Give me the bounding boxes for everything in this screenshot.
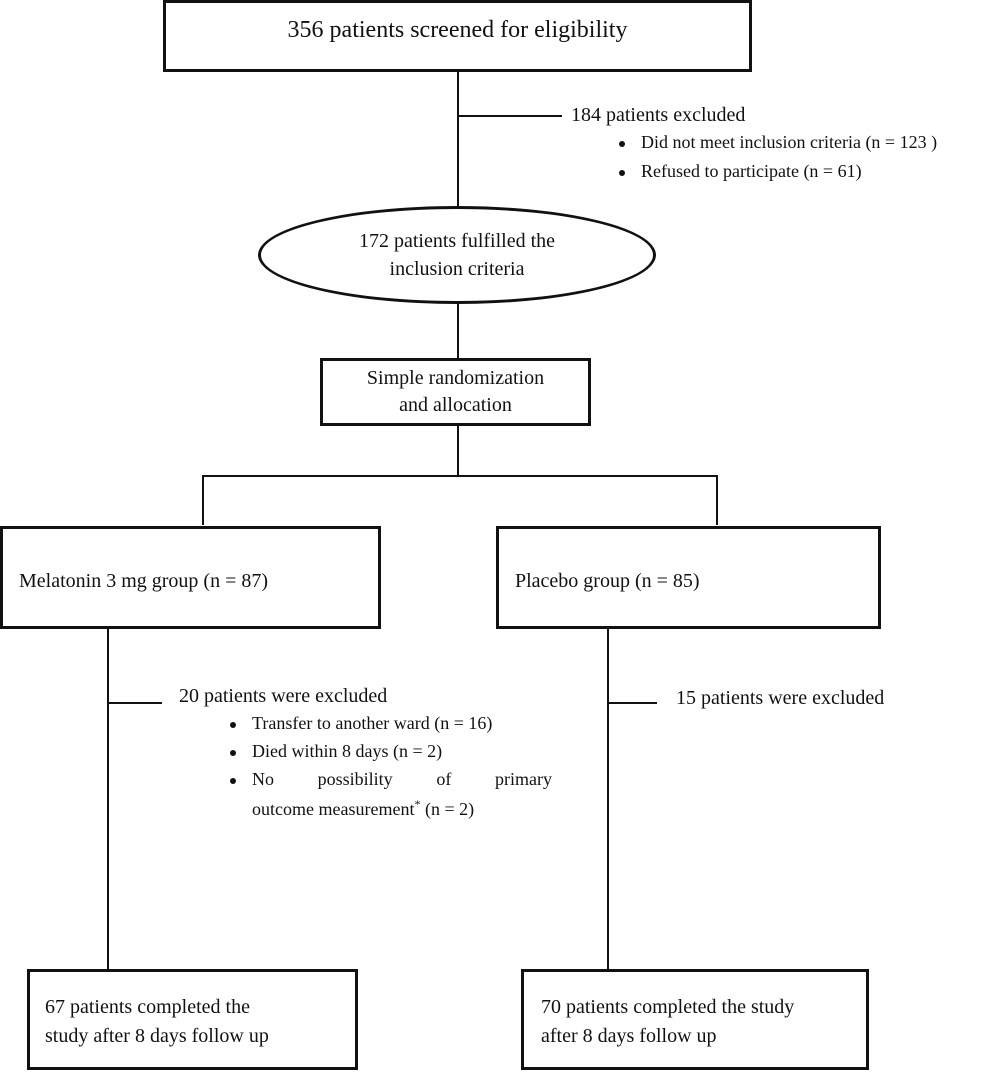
placebo-group-box: Placebo group (n = 85) bbox=[496, 526, 881, 629]
excluded-initial-item-2: Refused to participate (n = 61) bbox=[641, 161, 862, 181]
melatonin-excluded-title: 20 patients were excluded bbox=[179, 685, 388, 707]
placebo-group-text: Placebo group (n = 85) bbox=[515, 570, 700, 592]
bullet-icon bbox=[230, 778, 236, 784]
bullet-icon bbox=[230, 722, 236, 728]
fulfilled-line-2: inclusion criteria bbox=[389, 258, 525, 280]
randomization-line-1: Simple randomization bbox=[366, 367, 545, 389]
connector-fulfilled-to-randomization bbox=[457, 304, 459, 359]
fulfilled-ellipse: 172 patients fulfilled the inclusion cri… bbox=[258, 206, 656, 304]
melatonin-group-box: Melatonin 3 mg group (n = 87) bbox=[0, 526, 381, 629]
placebo-excluded-title: 15 patients were excluded bbox=[676, 687, 885, 709]
item-3-word: possibility bbox=[317, 769, 393, 789]
melatonin-excluded-item-3-line-2: outcome measurement* (n = 2) bbox=[252, 797, 474, 820]
excluded-initial-title: 184 patients excluded bbox=[571, 104, 746, 126]
item-3-suffix: (n = 2) bbox=[420, 799, 475, 819]
placebo-completed-line-1: 70 patients completed the study bbox=[541, 996, 795, 1018]
melatonin-excluded-item-3-line-1: No possibility of primary bbox=[252, 769, 552, 790]
item-3-word: of bbox=[436, 769, 452, 789]
melatonin-completed-line-1: 67 patients completed the bbox=[45, 996, 250, 1018]
connector-placebo-to-completed bbox=[607, 629, 609, 970]
fulfilled-line-1: 172 patients fulfilled the bbox=[358, 230, 556, 252]
bullet-icon bbox=[230, 750, 236, 756]
connector-placebo-exclusion-branch bbox=[607, 702, 657, 704]
connector-split-left bbox=[202, 475, 204, 525]
bullet-icon bbox=[619, 141, 625, 147]
item-3-line-2-text: outcome measurement bbox=[252, 799, 415, 819]
placebo-completed-line-2: after 8 days follow up bbox=[541, 1025, 717, 1047]
melatonin-completed-box: 67 patients completed the study after 8 … bbox=[27, 969, 358, 1070]
connector-randomization-down bbox=[457, 426, 459, 476]
connector-melatonin-exclusion-branch bbox=[107, 702, 162, 704]
connector-split-right bbox=[716, 475, 718, 525]
connector-split-horizontal bbox=[202, 475, 718, 477]
melatonin-completed-line-2: study after 8 days follow up bbox=[45, 1025, 269, 1047]
melatonin-excluded-item-2: Died within 8 days (n = 2) bbox=[252, 741, 443, 761]
item-3-word: primary bbox=[494, 769, 552, 789]
excluded-initial-item-1: Did not meet inclusion criteria (n = 123… bbox=[641, 132, 938, 152]
connector-screened-to-fulfilled bbox=[457, 72, 459, 206]
connector-melatonin-to-completed bbox=[107, 629, 109, 970]
bullet-icon bbox=[619, 170, 625, 176]
melatonin-excluded-item-1: Transfer to another ward (n = 16) bbox=[252, 713, 493, 733]
placebo-completed-box: 70 patients completed the study after 8 … bbox=[521, 969, 869, 1070]
melatonin-group-text: Melatonin 3 mg group (n = 87) bbox=[19, 570, 269, 592]
item-3-word: No bbox=[252, 769, 274, 789]
screened-text: 356 patients screened for eligibility bbox=[287, 16, 628, 43]
screened-box: 356 patients screened for eligibility bbox=[163, 0, 752, 72]
footnote-mark: * bbox=[414, 797, 421, 811]
randomization-box: Simple randomization and allocation bbox=[320, 358, 591, 426]
connector-exclusion-branch bbox=[457, 115, 562, 117]
randomization-line-2: and allocation bbox=[399, 394, 512, 416]
